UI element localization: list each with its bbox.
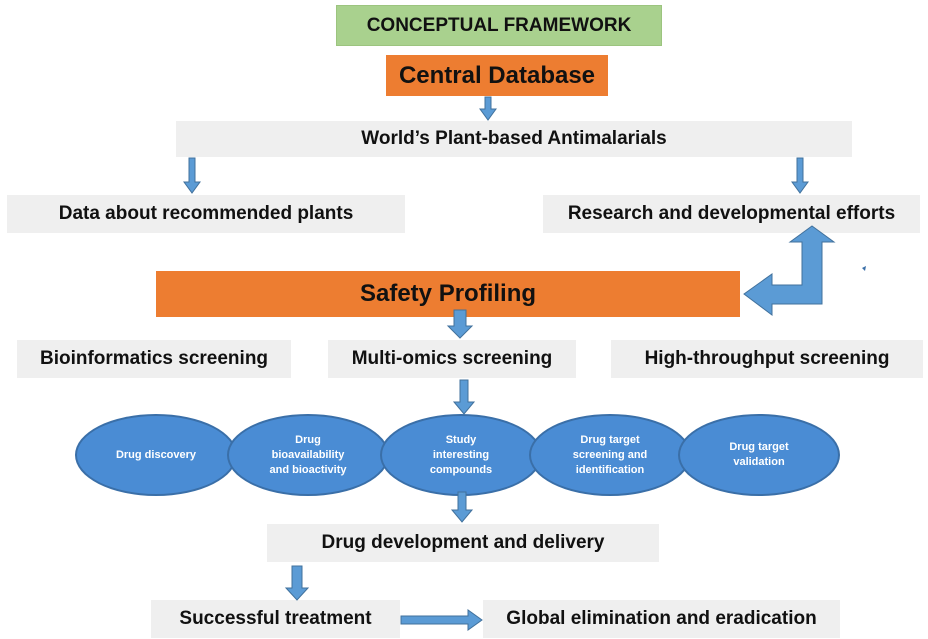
arrow-down-icon	[446, 309, 474, 339]
arrow-down-icon	[284, 565, 310, 601]
safety-profiling-box: Safety Profiling	[156, 271, 740, 317]
framework-title: CONCEPTUAL FRAMEWORK	[336, 5, 662, 46]
arrow-down-icon	[183, 157, 201, 194]
arrow-down-icon	[479, 96, 497, 121]
global-elimination-box: Global elimination and eradication	[483, 600, 840, 638]
stage-target-screening: Drug target screening and identification	[529, 414, 691, 496]
arrow-down-icon	[450, 491, 474, 523]
plant-antimalarials-box: World’s Plant-based Antimalarials	[176, 121, 852, 157]
successful-treatment-box: Successful treatment	[151, 600, 400, 638]
multi-omics-screening-box: Multi-omics screening	[328, 340, 576, 378]
arrow-right-icon	[400, 609, 483, 631]
stage-target-validation: Drug target validation	[678, 414, 840, 496]
high-throughput-screening-box: High-throughput screening	[611, 340, 923, 378]
research-efforts-box: Research and developmental efforts	[543, 195, 920, 233]
central-database-box: Central Database	[386, 55, 608, 96]
arrow-down-icon	[791, 157, 809, 194]
recommended-plants-box: Data about recommended plants	[7, 195, 405, 233]
bent-arrow-icon	[743, 225, 836, 316]
arrow-down-icon	[452, 379, 476, 415]
bioinformatics-screening-box: Bioinformatics screening	[17, 340, 291, 378]
stage-bioavailability: Drug bioavailability and bioactivity	[227, 414, 389, 496]
stray-mark-icon	[862, 266, 866, 271]
drug-development-box: Drug development and delivery	[267, 524, 659, 562]
